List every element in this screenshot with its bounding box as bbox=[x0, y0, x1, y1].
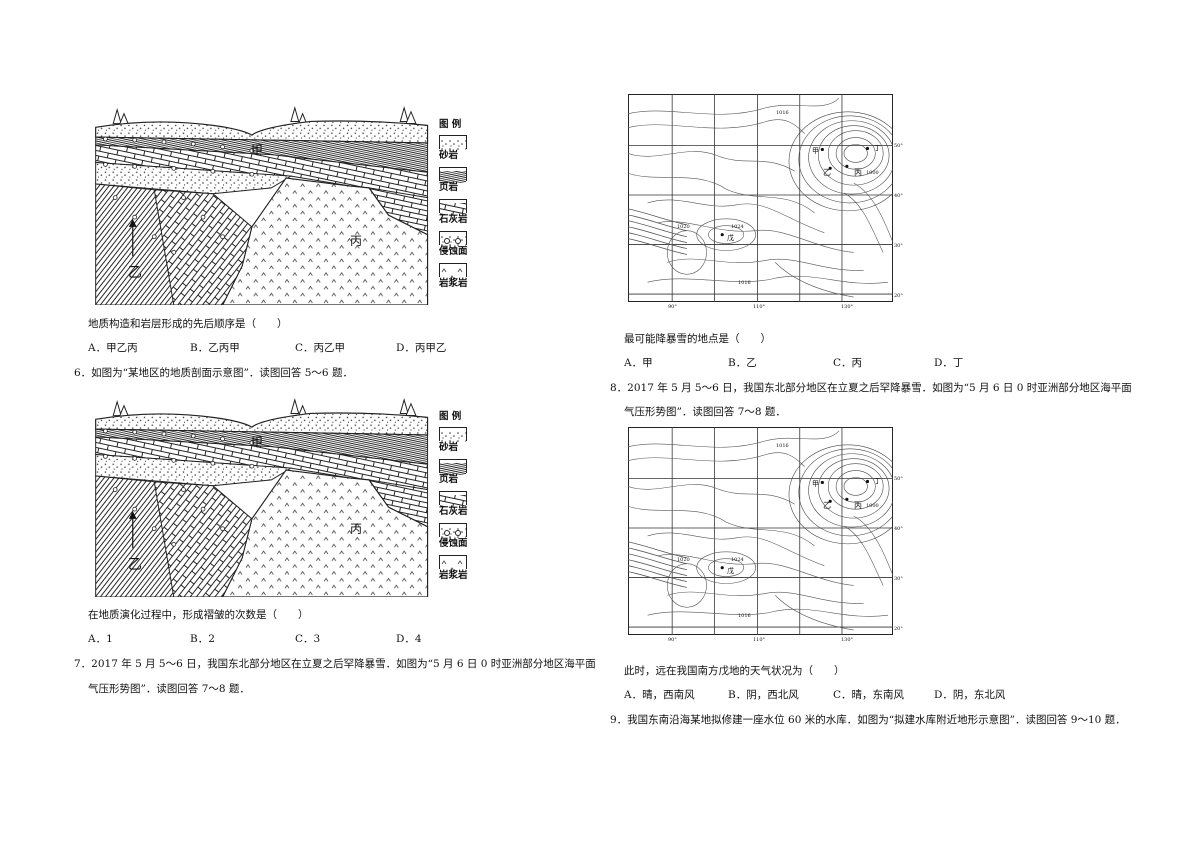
legend-2: 图 例 砂岩 页岩 石灰岩 侵蚀面 岩浆岩 bbox=[439, 410, 479, 583]
q8-option-d[interactable]: D．阴，东北风 bbox=[934, 689, 1006, 701]
isobar-label-1016-top-2: 1016 bbox=[776, 443, 789, 449]
lat-20: 20° bbox=[894, 293, 903, 299]
q8-intro-line1: 8．2017 年 5 月 5～6 日，我国东北部分地区在立夏之后罕降暴雪．如图为… bbox=[610, 382, 1132, 394]
legend-shale: 页岩 bbox=[439, 182, 459, 193]
legend-limestone-2: 石灰岩 bbox=[439, 506, 468, 517]
q5-stem: 地质构造和岩层形成的先后顺序是（ ） bbox=[88, 318, 288, 330]
q6-intro: 6．如图为“某地区的地质剖面示意图”．读图回答 5～6 题． bbox=[74, 367, 353, 379]
isobar-label-1016-bottom-2: 1016 bbox=[738, 613, 751, 619]
point-wu: 戊 bbox=[727, 234, 734, 242]
q7-stem: 最可能降暴雪的地点是（ ） bbox=[624, 333, 771, 345]
legend-title: 图 例 bbox=[439, 119, 462, 130]
q6-option-c[interactable]: C．3 bbox=[295, 633, 321, 645]
q6-stem: 在地质演化过程中，形成褶皱的次数是（ ） bbox=[88, 609, 309, 621]
label-bing: 丙 bbox=[350, 234, 363, 248]
point-ding: 丁 bbox=[874, 144, 881, 152]
q8-option-a[interactable]: A．晴，西南风 bbox=[624, 689, 695, 701]
q8-stem: 此时，远在我国南方戊地的天气状况为（ ） bbox=[624, 665, 845, 677]
lat-50-2: 50° bbox=[894, 476, 903, 482]
legend-erosion-swatch bbox=[439, 231, 467, 247]
pressure-map-drawing-2 bbox=[628, 427, 893, 635]
point-jia: 甲 bbox=[812, 147, 819, 155]
lon-90-2: 90° bbox=[668, 637, 677, 643]
label-yi-2: 乙 bbox=[128, 557, 142, 573]
geo-section-figure-2: 甲 丙 乙 图 例 砂岩 页岩 石灰岩 侵蚀面 岩浆岩 bbox=[94, 392, 474, 597]
legend-erosion-swatch-2 bbox=[439, 523, 467, 539]
point-bing-2: 丙 bbox=[854, 501, 862, 510]
q5-option-d[interactable]: D．丙甲乙 bbox=[396, 342, 447, 354]
legend-sandstone: 砂岩 bbox=[439, 150, 459, 161]
point-yi-2: 乙 bbox=[823, 501, 831, 510]
geo-section-drawing bbox=[95, 100, 429, 305]
q7-intro-line1: 7．2017 年 5 月 5～6 日，我国东北部分地区在立夏之后罕降暴雪．如图为… bbox=[74, 658, 596, 670]
label-jia: 甲 bbox=[251, 143, 264, 157]
q6-option-b[interactable]: B．2 bbox=[190, 633, 215, 645]
isobar-label-1020: 1020 bbox=[677, 224, 690, 230]
legend-limestone: 石灰岩 bbox=[439, 214, 468, 225]
isobar-label-1000: 1000 bbox=[866, 170, 879, 176]
q5-option-c[interactable]: C．丙乙甲 bbox=[295, 342, 346, 354]
q8-option-b[interactable]: B．阴，西北风 bbox=[728, 689, 799, 701]
q7-option-c[interactable]: C．丙 bbox=[833, 357, 863, 369]
q7-option-b[interactable]: B．乙 bbox=[728, 357, 757, 369]
legend-erosion-2: 侵蚀面 bbox=[439, 538, 468, 549]
lat-50: 50° bbox=[894, 143, 903, 149]
legend-magma: 岩浆岩 bbox=[439, 278, 468, 289]
lat-30-2: 30° bbox=[894, 576, 903, 582]
legend-title-2: 图 例 bbox=[439, 411, 462, 422]
legend-lime-swatch bbox=[439, 199, 467, 215]
lat-40: 40° bbox=[894, 193, 903, 199]
geo-section-drawing-2 bbox=[95, 392, 429, 597]
legend: 图 例 砂岩 页岩 石灰岩 侵蚀面 岩浆岩 bbox=[439, 118, 479, 291]
lat-20-2: 20° bbox=[894, 626, 903, 632]
q7-option-d[interactable]: D．丁 bbox=[934, 357, 964, 369]
lon-110: 110° bbox=[753, 304, 766, 310]
isobar-label-1024-2: 1024 bbox=[731, 557, 744, 563]
q6-option-d[interactable]: D．4 bbox=[396, 633, 422, 645]
lat-30: 30° bbox=[894, 243, 903, 249]
label-jia-2: 甲 bbox=[251, 435, 264, 449]
q8-intro-line2: 气压形势图”．读图回答 7～8 题． bbox=[624, 406, 786, 418]
q5-option-a[interactable]: A．甲乙丙 bbox=[88, 342, 138, 354]
q6-option-a[interactable]: A．1 bbox=[88, 633, 113, 645]
legend-magma-swatch bbox=[439, 263, 467, 279]
lon-90: 90° bbox=[668, 304, 677, 310]
lat-40-2: 40° bbox=[894, 526, 903, 532]
pressure-map-2: 1016 1020 1024 1016 1000 甲 乙 丙 丁 戊 50° 4… bbox=[628, 427, 918, 662]
legend-lime-swatch-2 bbox=[439, 491, 467, 507]
legend-magma-2: 岩浆岩 bbox=[439, 570, 468, 581]
q5-option-b[interactable]: B．乙丙甲 bbox=[190, 342, 240, 354]
label-yi: 乙 bbox=[128, 265, 142, 281]
legend-magma-swatch-2 bbox=[439, 555, 467, 571]
legend-shale-2: 页岩 bbox=[439, 474, 459, 485]
label-bing-2: 丙 bbox=[350, 522, 363, 536]
point-ding-2: 丁 bbox=[874, 477, 881, 485]
legend-sand-swatch-2 bbox=[439, 427, 467, 443]
lon-130-2: 130° bbox=[841, 637, 854, 643]
q7-option-a[interactable]: A．甲 bbox=[624, 357, 653, 369]
point-bing: 丙 bbox=[854, 168, 862, 177]
legend-sandstone-2: 砂岩 bbox=[439, 442, 459, 453]
point-wu-2: 戊 bbox=[727, 567, 734, 575]
geo-section-figure-1: 甲 丙 乙 图 例 砂岩 页岩 石灰岩 侵蚀面 岩浆岩 bbox=[94, 100, 474, 305]
lon-110-2: 110° bbox=[753, 637, 766, 643]
pressure-map-drawing bbox=[628, 94, 893, 302]
point-yi: 乙 bbox=[823, 168, 831, 177]
isobar-label-1016-top: 1016 bbox=[776, 110, 789, 116]
isobar-label-1000-2: 1000 bbox=[866, 503, 879, 509]
legend-shale-swatch bbox=[439, 167, 467, 183]
q9-intro: 9．我国东南沿海某地拟修建一座水位 60 米的水库．如图为“拟建水库附近地形示意… bbox=[610, 714, 1126, 726]
legend-shale-swatch-2 bbox=[439, 459, 467, 475]
q7-intro-line2: 气压形势图”．读图回答 7～8 题． bbox=[88, 683, 250, 695]
q8-option-c[interactable]: C．晴，东南风 bbox=[833, 689, 905, 701]
pressure-map-1: 1016 1020 1024 1016 1000 甲 乙 丙 丁 戊 50° 4… bbox=[628, 94, 918, 329]
isobar-label-1016-bottom: 1016 bbox=[738, 280, 751, 286]
point-jia-2: 甲 bbox=[812, 480, 819, 488]
isobar-label-1020-2: 1020 bbox=[677, 557, 690, 563]
isobar-label-1024: 1024 bbox=[731, 224, 744, 230]
legend-sand-swatch bbox=[439, 135, 467, 151]
lon-130: 130° bbox=[841, 304, 854, 310]
legend-erosion: 侵蚀面 bbox=[439, 246, 468, 257]
